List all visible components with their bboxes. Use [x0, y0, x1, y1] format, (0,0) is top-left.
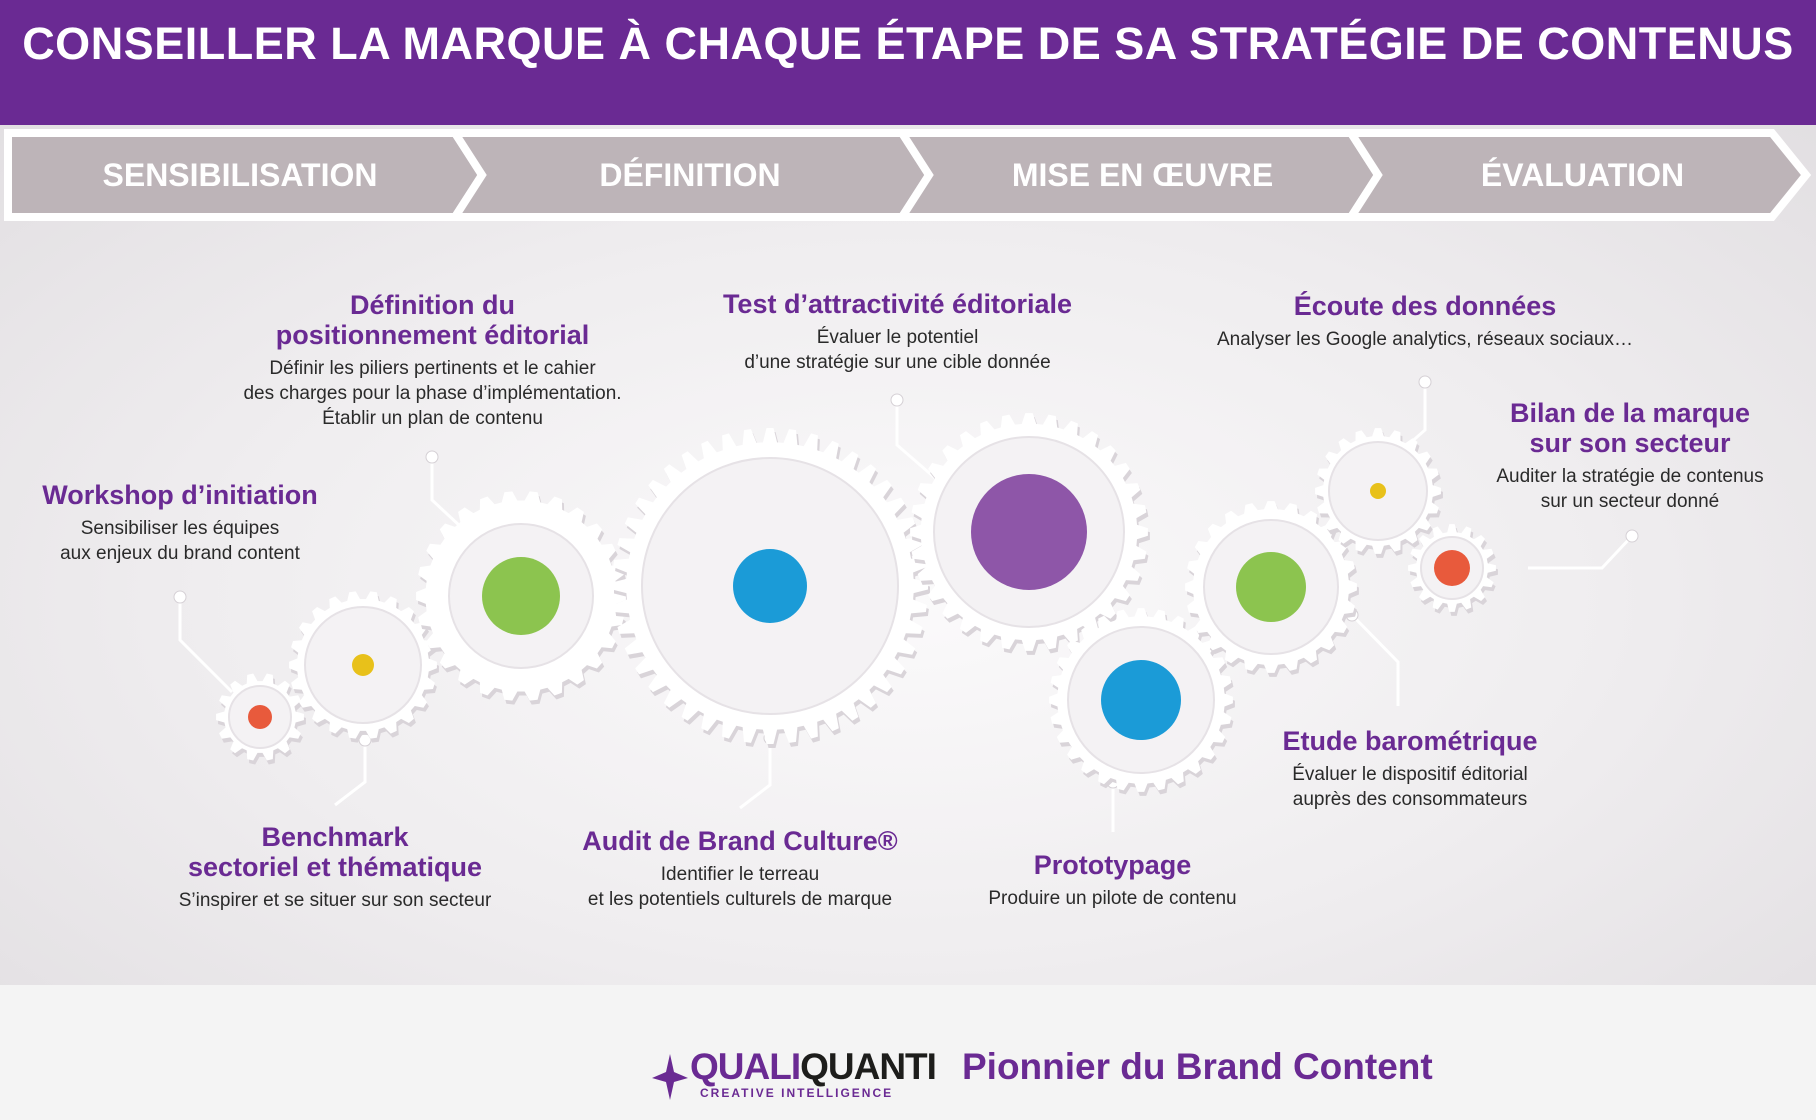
step-title: Benchmark sectoriel et thématique — [187, 822, 483, 882]
step-bilan: Bilan de la marque sur son secteur Audit… — [1470, 398, 1790, 514]
tagline: Pionnier du Brand Content — [962, 1046, 1433, 1087]
connector-dot — [1625, 529, 1639, 543]
gear-center-dot — [482, 557, 560, 635]
phase-mise-en-oeuvre: MISE EN ŒUVRE — [1011, 157, 1274, 193]
gear-center-dot — [1370, 483, 1386, 499]
connector-dot — [425, 450, 439, 464]
connector-dot — [1418, 375, 1432, 389]
phase-evaluation: ÉVALUATION — [1480, 157, 1685, 193]
gear-workshop — [216, 673, 306, 765]
step-title: Écoute des données — [1293, 291, 1557, 321]
phase-arrows: SENSIBILISATION DÉFINITION MISE EN ŒUVRE… — [0, 125, 1816, 225]
gear-test — [910, 413, 1150, 655]
step-description: Définir les piliers pertinents et le cah… — [243, 358, 622, 429]
footer — [0, 985, 1816, 1120]
step-title: Prototypage — [1033, 850, 1192, 880]
gear-center-dot — [1101, 660, 1181, 740]
step-description: Sensibiliser les équipes aux enjeux du b… — [60, 518, 300, 564]
step-title: Bilan de la marque sur son secteur — [1509, 398, 1751, 458]
connector-dot — [173, 590, 187, 604]
step-workshop: Workshop d’initiation Sensibiliser les é… — [20, 480, 340, 566]
step-description: Auditer la stratégie de contenus sur un … — [1496, 466, 1764, 512]
gear-center-dot — [733, 549, 807, 623]
step-description: Évaluer le potentiel d’une stratégie sur… — [744, 327, 1051, 373]
gear-center-dot — [971, 474, 1087, 590]
page-title: CONSEILLER LA MARQUE À CHAQUE ÉTAPE DE S… — [22, 18, 1794, 69]
gear-prototypage — [1049, 608, 1235, 796]
logo-quanti: QUANTI — [800, 1046, 937, 1087]
phase-arrow-shape — [1343, 129, 1812, 221]
step-title: Test d’attractivité éditoriale — [722, 289, 1073, 319]
connector-line — [178, 597, 234, 694]
step-benchmark: Benchmark sectoriel et thématique S’insp… — [130, 822, 540, 913]
step-audit: Audit de Brand Culture® Identifier le te… — [540, 826, 940, 912]
gear-definition — [416, 491, 628, 705]
step-description: Analyser les Google analytics, réseaux s… — [1216, 329, 1634, 350]
gear-center-dot — [1236, 552, 1306, 622]
step-description: S’inspirer et se situer sur son secteur — [178, 890, 492, 911]
connector-dot — [890, 393, 904, 407]
connector-line — [895, 400, 936, 480]
gear-center-dot — [1434, 550, 1470, 586]
step-description: Identifier le terreau et les potentiels … — [587, 864, 893, 910]
phase-definition: DÉFINITION — [599, 157, 781, 193]
step-prototypage: Prototypage Produire un pilote de conten… — [940, 850, 1285, 911]
step-ecoute: Écoute des données Analyser les Google a… — [1175, 291, 1675, 352]
gear-bilan — [1408, 524, 1498, 616]
connector-line — [739, 738, 772, 810]
step-test-attractivite: Test d’attractivité éditoriale Évaluer l… — [690, 289, 1105, 375]
step-description: Produire un pilote de contenu — [988, 888, 1237, 909]
step-title: Audit de Brand Culture® — [582, 826, 898, 856]
gear-ecoute — [1315, 428, 1443, 558]
gear-center-dot — [352, 654, 374, 676]
star-logo-icon — [652, 1054, 688, 1100]
gear-benchmark — [289, 591, 439, 743]
gear-center-dot — [248, 705, 272, 729]
step-description: Évaluer le dispositif éditorial auprès d… — [1292, 764, 1528, 810]
step-title: Définition du positionnement éditorial — [275, 290, 590, 350]
step-title: Workshop d’initiation — [42, 480, 318, 510]
phase-arrows-shapes — [4, 129, 1812, 221]
step-definition-positionnement: Définition du positionnement éditorial D… — [200, 290, 665, 431]
connector-line — [1350, 613, 1400, 706]
phase-sensibilisation: SENSIBILISATION — [102, 157, 378, 193]
logo-wordmark: QUALIQUANTI — [690, 1046, 937, 1088]
gear-audit — [612, 428, 930, 748]
connector-line — [1528, 534, 1634, 570]
step-etude: Etude barométrique Évaluer le dispositif… — [1240, 726, 1580, 812]
logo-subtitle: CREATIVE INTELLIGENCE — [700, 1086, 894, 1100]
logo-quali: QUALI — [690, 1046, 801, 1087]
step-title: Etude barométrique — [1282, 726, 1538, 756]
connector-line — [334, 740, 367, 807]
gear-etude — [1185, 501, 1359, 677]
qualiquanti-logo: QUALIQUANTI CREATIVE INTELLIGENCE — [650, 1044, 950, 1104]
